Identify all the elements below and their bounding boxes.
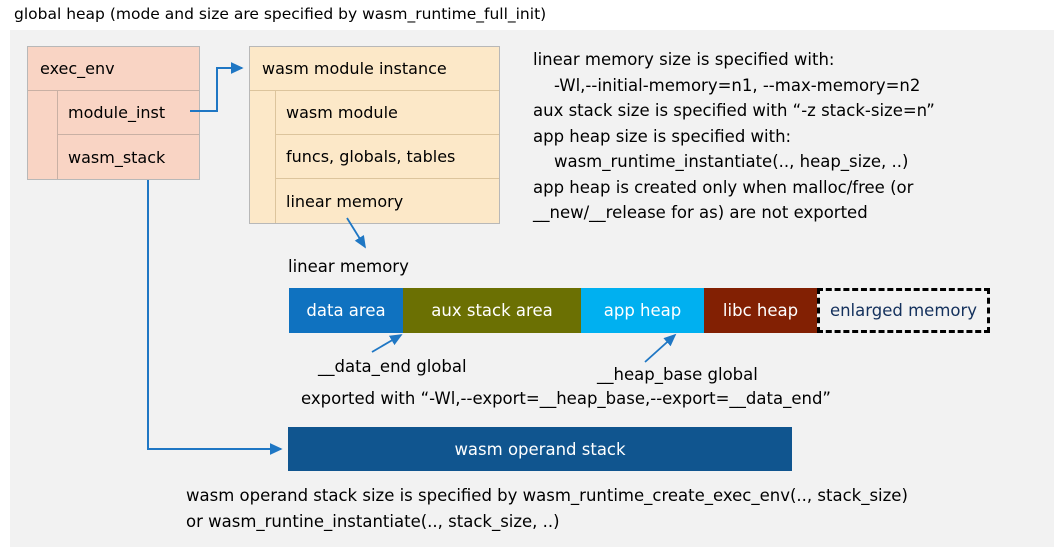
annotation-exported-with: exported with “-Wl,--export=__heap_base,… bbox=[301, 389, 831, 408]
connector-data-end bbox=[371, 334, 403, 353]
linear-memory-caption: linear memory bbox=[288, 257, 409, 276]
wmi-row-funcs-globals-tables: funcs, globals, tables bbox=[276, 135, 499, 179]
connector-wasm-stack-to-operand-stack bbox=[147, 180, 283, 455]
exec-env-title: exec_env bbox=[28, 47, 199, 91]
wasm-module-instance-title: wasm module instance bbox=[250, 47, 499, 91]
memory-segment-aux-stack-area: aux stack area bbox=[403, 288, 581, 333]
connector-module-inst-to-instance bbox=[190, 62, 244, 112]
memory-segment-libc-heap: libc heap bbox=[704, 288, 817, 333]
wasm-module-instance-box: wasm module instance wasm module funcs, … bbox=[249, 46, 500, 224]
wasm-module-instance-gutter bbox=[250, 91, 276, 223]
wmi-row-linear-memory: linear memory bbox=[276, 179, 499, 223]
exec-env-box: exec_env module_inst wasm_stack bbox=[27, 46, 200, 180]
annotation-heap-base: __heap_base global bbox=[597, 365, 758, 384]
linear-memory-note: linear memory size is specified with: -W… bbox=[533, 50, 935, 222]
exec-env-gutter bbox=[28, 91, 58, 179]
memory-segment-enlarged-memory: enlarged memory bbox=[817, 288, 990, 333]
wmi-row-wasm-module: wasm module bbox=[276, 91, 499, 135]
memory-segment-data-area: data area bbox=[289, 288, 403, 333]
exec-env-row-module-inst: module_inst bbox=[58, 91, 199, 135]
annotation-data-end: __data_end global bbox=[318, 357, 467, 376]
connector-heap-base bbox=[644, 333, 677, 363]
memory-segment-app-heap: app heap bbox=[581, 288, 704, 333]
page-title: global heap (mode and size are specified… bbox=[14, 5, 547, 23]
exec-env-row-wasm-stack: wasm_stack bbox=[58, 135, 199, 179]
connector-linear-memory bbox=[346, 217, 366, 249]
operand-stack-note: wasm operand stack size is specified by … bbox=[186, 486, 908, 531]
wasm-operand-stack-box: wasm operand stack bbox=[288, 427, 792, 471]
